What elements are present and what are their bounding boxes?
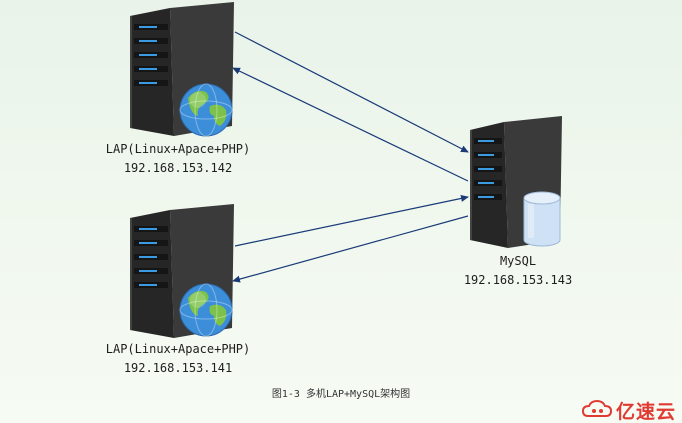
lap-top-ip: 192.168.153.142 [123, 161, 233, 175]
mysql-label: MySQL 192.168.153.143 [438, 252, 598, 290]
drive-bays [134, 226, 168, 288]
database-cylinder-icon [523, 191, 561, 247]
lap-top-label: LAP(Linux+Apace+PHP) 192.168.153.142 [88, 140, 268, 178]
lap-bottom-label: LAP(Linux+Apace+PHP) 192.168.153.141 [88, 340, 268, 378]
mysql-server [470, 116, 562, 248]
globe-icon [179, 83, 233, 137]
arrow-mysql-to-lap-top [232, 67, 469, 182]
drive-bays [474, 138, 502, 200]
mysql-ip: 192.168.153.143 [463, 273, 573, 287]
arrow-lap-bottom-to-mysql [234, 195, 469, 247]
watermark-text: 亿速云 [615, 400, 676, 423]
mysql-name: MySQL [499, 254, 537, 268]
arrow-mysql-to-lap-bottom [232, 215, 469, 283]
lap-bottom-name: LAP(Linux+Apace+PHP) [105, 342, 251, 356]
lap-bottom-ip: 192.168.153.141 [123, 361, 233, 375]
arrow-lap-top-to-mysql [234, 31, 469, 153]
figure-caption: 图1-3 多机LAP+MySQL架构图 [271, 389, 411, 400]
cloud-logo-icon [581, 400, 612, 417]
globe-icon [179, 283, 233, 337]
lap-server-bottom [130, 204, 234, 338]
watermark: 亿速云 [581, 399, 676, 423]
lap-top-name: LAP(Linux+Apace+PHP) [105, 142, 251, 156]
drive-bays [134, 24, 168, 86]
lap-server-top [130, 2, 234, 137]
